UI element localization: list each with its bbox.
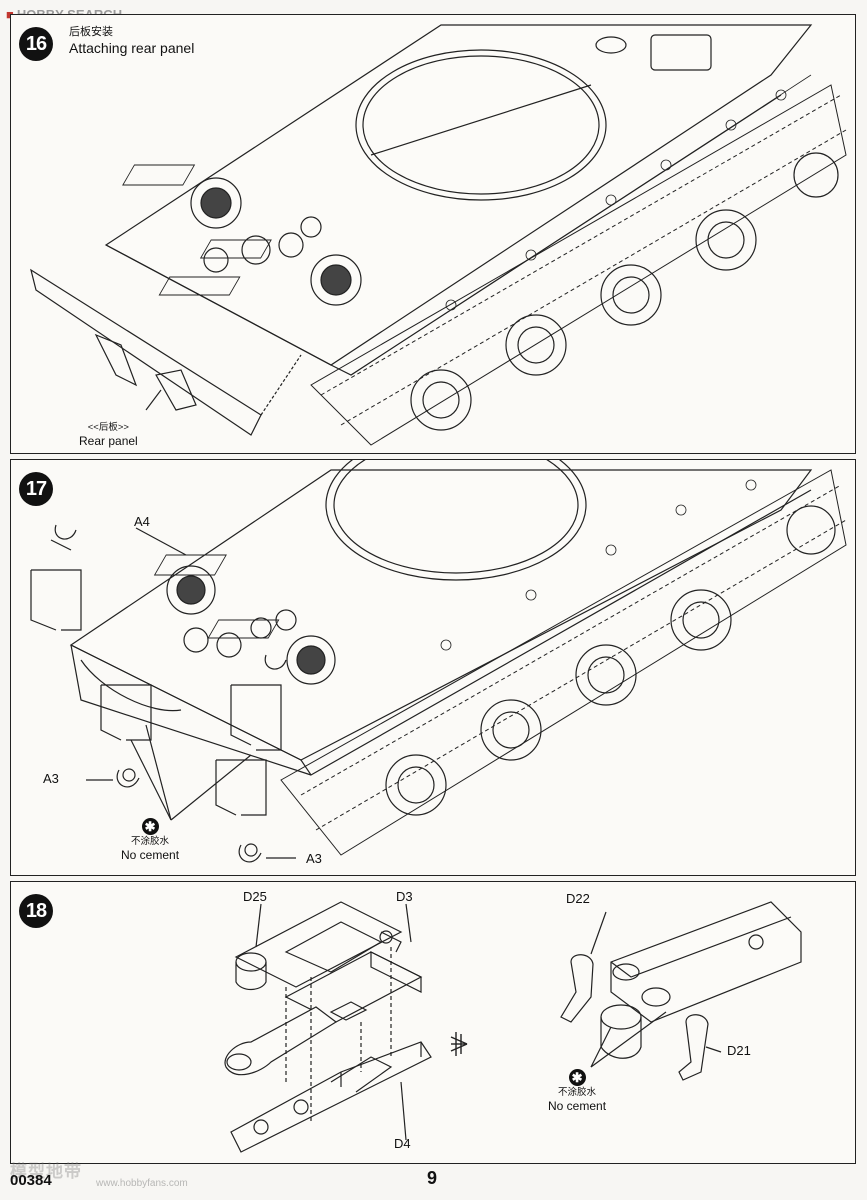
step-17-badge: 17 [19,472,53,506]
step-16-title: 后板安装 Attaching rear panel [69,26,194,57]
part-label-a4: A4 [134,514,150,529]
step-17-no-cement-note: ✱ 不涂胶水 No cement [121,818,179,863]
step-18-no-cement-note: ✱ 不涂胶水 No cement [548,1069,606,1114]
step-17-tank-drawing [30,460,847,863]
step-17-panel: 17 A4 A3 A3 ✱ 不涂胶水 No cement [10,459,856,876]
part-label-d25: D25 [243,889,267,904]
step-16-title-en: Attaching rear panel [69,39,195,56]
part-label-d21: D21 [727,1043,751,1058]
rear-panel-callout-cn: <<后板>> [87,422,129,433]
product-code: 00384 [10,1172,52,1189]
no-cement-cn: 不涂胶水 [131,836,170,847]
part-label-d3: D3 [396,889,413,904]
part-label-a3-left: A3 [43,771,59,786]
no-cement-icon: ✱ [141,818,159,835]
watermark-bottom-url: www.hobbyfans.com [96,1178,188,1189]
step-16-tank-drawing [30,24,847,446]
hobby-search-logo-icon: ■ [6,7,14,22]
rear-panel-callout: <<后板>> Rear panel [79,422,138,449]
part-label-d4: D4 [394,1136,411,1151]
no-cement-icon: ✱ [568,1069,586,1086]
no-cement-en: No cement [548,1098,607,1113]
no-cement-cn: 不涂胶水 [558,1087,597,1098]
step-16-title-cn: 后板安装 [69,26,113,38]
rear-panel-callout-en: Rear panel [79,433,138,448]
step-18-exhaust-drawing [224,901,802,1153]
step-18-badge: 18 [19,894,53,928]
part-label-a3-right: A3 [306,851,322,866]
step-16-badge: 16 [19,27,53,61]
no-cement-en: No cement [121,847,180,862]
step-16-panel: 16 后板安装 Attaching rear panel <<后板>> Rear… [10,14,856,454]
page-number: 9 [427,1168,438,1188]
part-label-d22: D22 [566,891,590,906]
step-18-panel: 18 D25 D3 D4 D22 D21 ✱ 不涂胶水 No cement [10,881,856,1164]
